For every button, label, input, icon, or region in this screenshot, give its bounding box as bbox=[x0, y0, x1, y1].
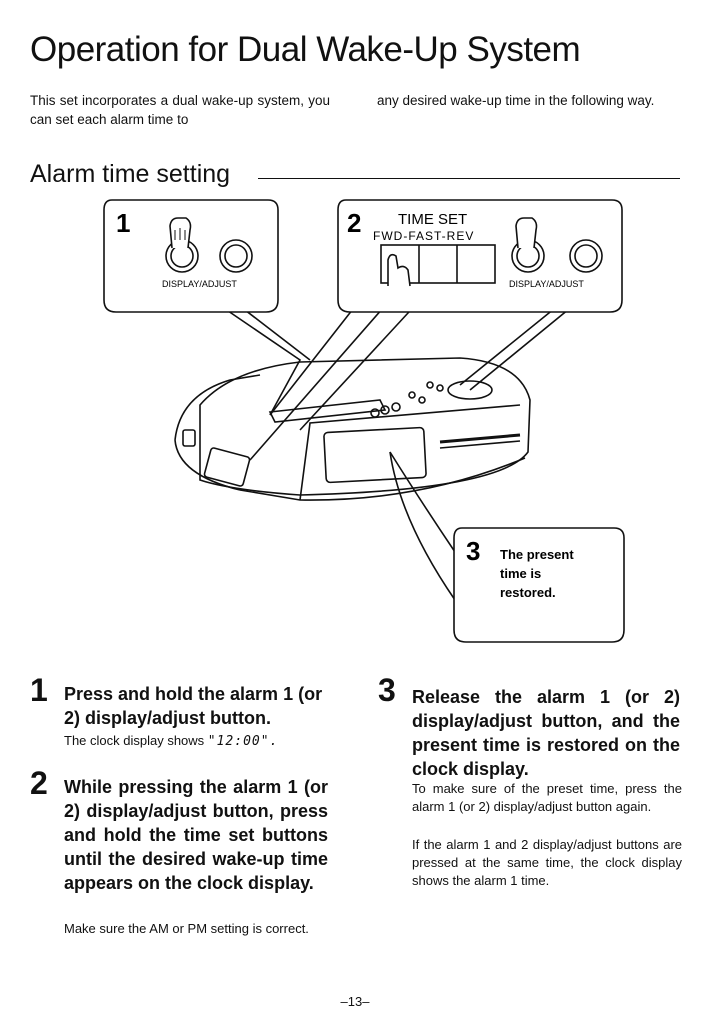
step-1-heading: Press and hold the alarm 1 (or 2) displa… bbox=[64, 684, 323, 728]
step-2-body: Make sure the AM or PM setting is correc… bbox=[64, 921, 309, 936]
time-set-buttons bbox=[380, 244, 496, 284]
time-set-label: TIME SET bbox=[398, 211, 467, 228]
panel-3-line-3: restored. bbox=[500, 585, 556, 600]
clock-display-value: "12:00". bbox=[207, 734, 279, 749]
pressing-finger-icon bbox=[515, 217, 538, 249]
step-3-heading: Release the alarm 1 (or 2) display/adjus… bbox=[412, 687, 680, 779]
panel-3-line-1: The present bbox=[500, 547, 574, 562]
alarm-2-button-icon bbox=[219, 239, 253, 273]
section-heading: Alarm time setting bbox=[30, 160, 231, 188]
fwd-fast-rev-label: FWD-FAST-REV bbox=[373, 229, 474, 243]
panel-2-button-label: DISPLAY/ADJUST bbox=[509, 279, 584, 289]
panel-2-number: 2 bbox=[347, 208, 361, 238]
intro-text-left: This set incorporates a dual wake-up sys… bbox=[30, 93, 330, 127]
step-3-number: 3 bbox=[378, 672, 396, 708]
pressing-finger-icon bbox=[387, 253, 411, 287]
alarm-setting-illustration: 1 DISPLAY/ADJUST 2 TIME SET FWD-FAST-REV… bbox=[103, 199, 625, 643]
step-1-number: 1 bbox=[30, 672, 48, 708]
callout-panel-1 bbox=[103, 199, 279, 313]
panel-1-number: 1 bbox=[116, 208, 130, 238]
step-2-heading: While pressing the alarm 1 (or 2) displa… bbox=[64, 777, 328, 893]
panel-3-number: 3 bbox=[466, 536, 480, 566]
alarm-2-button-icon bbox=[569, 239, 603, 273]
page-number: –13– bbox=[340, 994, 370, 1009]
step-1-body-text: The clock display shows bbox=[64, 733, 208, 748]
panel-3-line-2: time is bbox=[500, 566, 541, 581]
step-3-body-1: To make sure of the preset time, press t… bbox=[412, 781, 682, 814]
step-3-body-2: If the alarm 1 and 2 display/adjust butt… bbox=[412, 837, 682, 888]
section-rule bbox=[258, 178, 680, 179]
intro-text-right: any desired wake-up time in the followin… bbox=[377, 93, 655, 108]
panel-1-button-label: DISPLAY/ADJUST bbox=[162, 279, 237, 289]
page-title: Operation for Dual Wake-Up System bbox=[30, 30, 581, 69]
clock-radio-illustration bbox=[174, 357, 531, 501]
step-2-number: 2 bbox=[30, 765, 48, 801]
callout-panel-3 bbox=[453, 527, 625, 643]
step-1-body: The clock display shows "12:00". bbox=[64, 732, 334, 751]
